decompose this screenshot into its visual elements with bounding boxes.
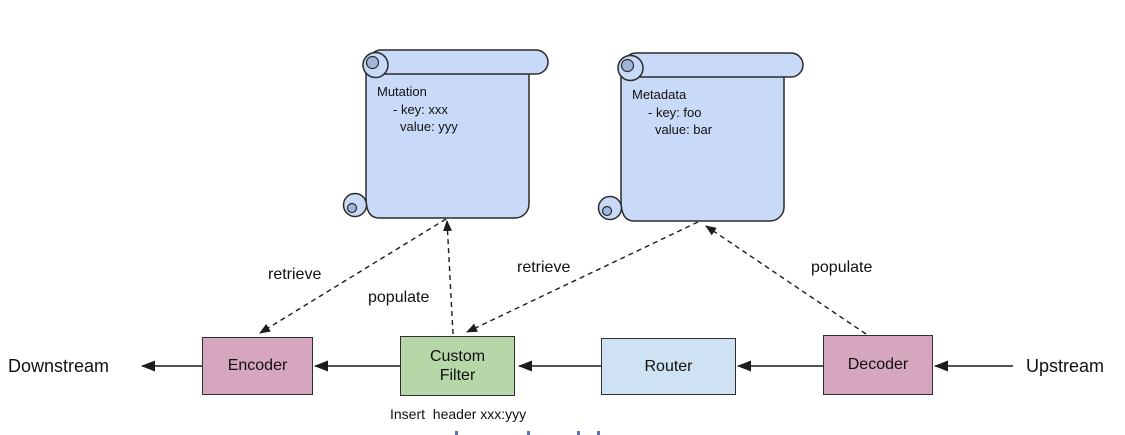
edge-label-populate-left: populate	[368, 289, 430, 306]
mutation-scroll-text: Mutation - key: xxx value: yyy	[377, 83, 458, 136]
edge-label-retrieve-left: retrieve	[268, 266, 322, 283]
metadata-scroll-shape	[597, 52, 804, 222]
mutation-scroll-shape	[342, 49, 549, 219]
node-encoder: Encoder	[202, 337, 313, 395]
edge-label-retrieve-right: retrieve	[517, 259, 571, 276]
clipped-text-fragment	[577, 431, 580, 435]
metadata-title: Metadata	[632, 87, 687, 102]
node-router-label: Router	[644, 357, 693, 375]
dashed-arrow-populate-decoder-to-metadata	[705, 225, 867, 335]
insert-header-note: Insert header xxx:yyy	[390, 406, 527, 422]
node-decoder-label: Decoder	[847, 356, 909, 374]
metadata-scroll-text: Metadata - key: foo value: bar	[632, 86, 712, 139]
dashed-arrow-populate-customfilter-to-mutation	[443, 220, 454, 335]
dashed-arrow-retrieve-mutation-to-encoder	[259, 218, 447, 334]
clipped-text-fragment	[597, 431, 600, 435]
edge-label-populate-right: populate	[811, 259, 873, 276]
mutation-title: Mutation	[377, 84, 427, 99]
metadata-value-line: value: bar	[655, 122, 713, 137]
node-custom-filter: Custom Filter	[400, 336, 515, 396]
node-router: Router	[601, 338, 736, 395]
mutation-value-line: value: yyy	[400, 119, 458, 134]
mutation-key-line: - key: xxx	[393, 101, 448, 117]
clipped-text-fragment	[527, 431, 530, 435]
upstream-label: Upstream	[1026, 356, 1105, 376]
downstream-label: Downstream	[8, 356, 110, 376]
dashed-arrow-retrieve-metadata-to-customfilter	[466, 221, 699, 333]
clipped-text-fragment	[455, 431, 458, 435]
node-encoder-label: Encoder	[227, 357, 288, 375]
node-custom-filter-label: Custom Filter	[429, 347, 486, 384]
metadata-key-line: - key: foo	[648, 104, 702, 120]
node-decoder: Decoder	[823, 335, 933, 395]
